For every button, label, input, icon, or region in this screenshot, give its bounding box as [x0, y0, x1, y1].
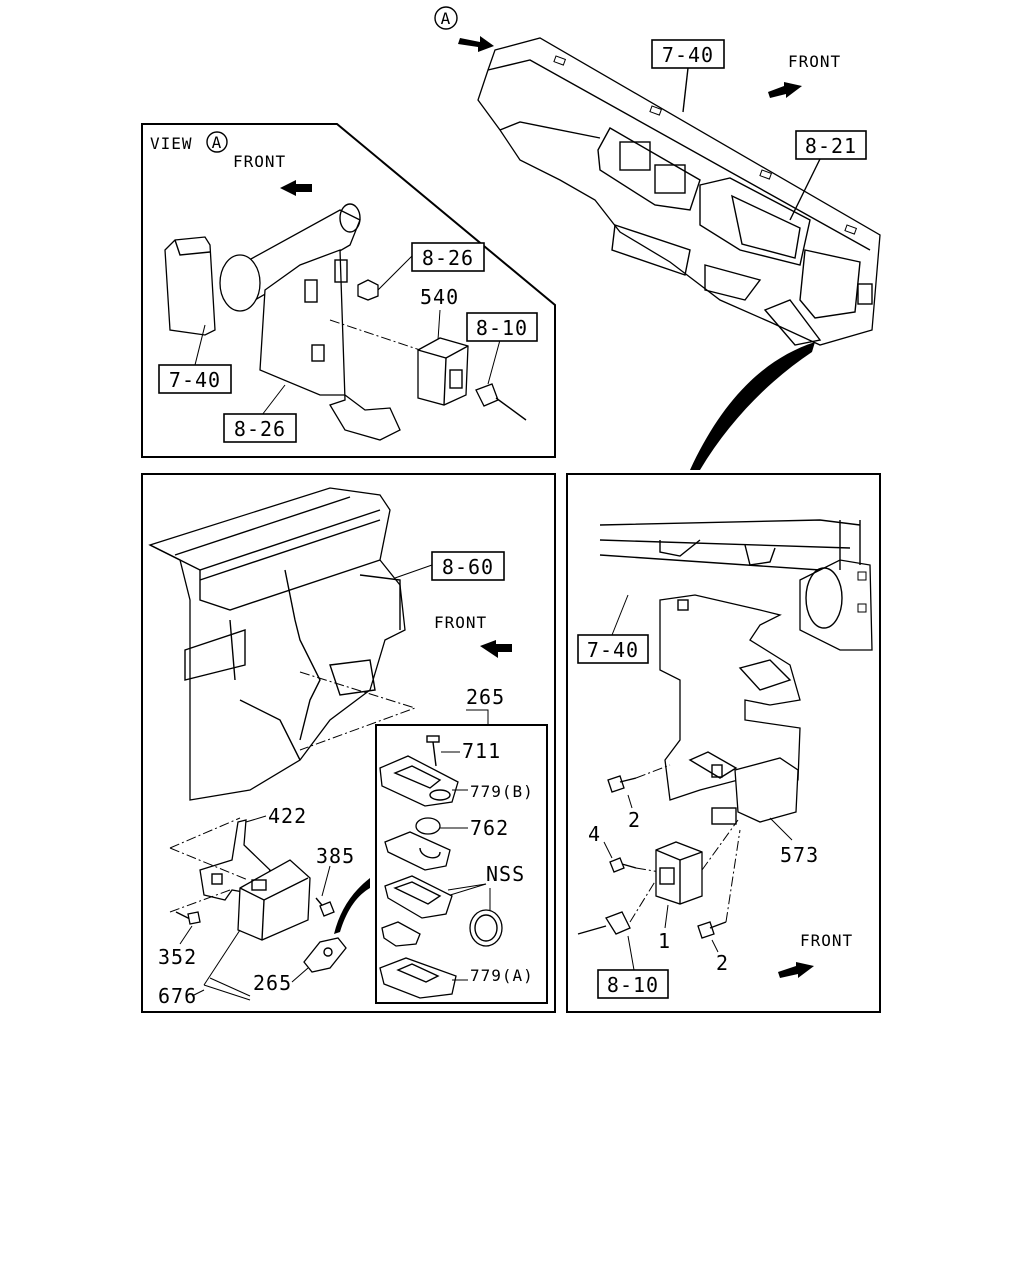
mount-bracket [164, 203, 401, 441]
kit-ring [469, 909, 503, 947]
ref-box-dash-right [577, 634, 649, 664]
dashboard-assembly [477, 37, 881, 346]
kit-screw-711 [426, 735, 440, 767]
mount-bracket-right [659, 594, 801, 801]
kit-cover-b [379, 755, 459, 807]
key-fob-arrow-icon [334, 878, 370, 934]
ref-nut: 8-26 [422, 246, 474, 270]
kit-pcb [384, 875, 453, 919]
bracket-573 [711, 757, 799, 825]
view-a-front: FRONT [233, 152, 286, 171]
part-bracket: 422 [268, 804, 307, 828]
part-screw-right: 4 [588, 822, 601, 846]
right-front-label: FRONT [800, 931, 853, 950]
part-key: 265 [253, 971, 292, 995]
part-screw: 352 [158, 945, 197, 969]
kit-holder [384, 831, 451, 871]
ref-heater: 8-60 [442, 555, 494, 579]
right-panel [566, 473, 881, 1013]
ref-dash-top: 7-40 [662, 43, 714, 67]
ref-box-connector-view [466, 312, 538, 342]
bolt-lower [697, 921, 727, 939]
kit-item-779a: 779(A) [470, 966, 534, 985]
kit-item-762: 762 [470, 816, 509, 840]
part-relay-view: 540 [420, 285, 459, 309]
ref-box-dash-top [651, 39, 725, 69]
kit-item-779b: 779(B) [470, 782, 534, 801]
control-unit-676 [237, 859, 311, 941]
top-front-label: FRONT [788, 52, 841, 71]
part-bolt-upper: 2 [628, 808, 641, 832]
connector-right [577, 911, 631, 935]
left-front-arrow-icon [480, 640, 512, 658]
dash-frame-right [599, 519, 873, 651]
callout-a-label: A [441, 9, 452, 28]
view-a-title: VIEW [150, 134, 193, 153]
heater-unit [148, 487, 406, 801]
part-relay-right: 1 [658, 929, 671, 953]
left-front-label: FRONT [434, 613, 487, 632]
view-arrow-icon [458, 36, 494, 52]
part-bracket-right: 573 [780, 843, 819, 867]
zoom-arrow-icon [690, 342, 815, 470]
ref-dash-view: 7-40 [169, 368, 221, 392]
kit-number: 265 [466, 685, 505, 709]
left-panel [141, 473, 556, 1013]
key-fob [303, 937, 347, 973]
ref-box-nut [411, 242, 485, 272]
screw-4 [609, 857, 637, 873]
ref-box-dash-view [158, 364, 232, 394]
connector-part [475, 383, 527, 421]
kit-battery-762 [415, 817, 441, 835]
view-a-callout: A [212, 133, 223, 152]
part-bolt-a: 385 [316, 844, 355, 868]
ref-box-connector-right [597, 969, 669, 999]
part-unit: 676 [158, 984, 197, 1008]
ref-box-heater [431, 551, 505, 581]
ref-box-bracket-view [223, 413, 297, 443]
ref-dash-right: 7-40 [587, 638, 639, 662]
kit-item-711: 711 [462, 739, 501, 763]
top-front-arrow-icon [768, 82, 802, 98]
view-a-front-arrow-icon [280, 180, 312, 196]
relay-part [417, 337, 469, 406]
bolt-385 [315, 897, 335, 917]
key-kit-box [375, 724, 548, 1004]
bolt-upper [607, 775, 637, 793]
callout-a: A [434, 6, 458, 30]
ref-box-cluster [795, 130, 867, 160]
relay-unit-right [655, 841, 703, 905]
screw-352 [175, 911, 201, 925]
ref-connector-view: 8-10 [476, 316, 528, 340]
nut-part [357, 279, 379, 301]
kit-cover-a [379, 957, 457, 999]
right-front-arrow-icon [778, 962, 814, 978]
ref-connector-right: 8-10 [607, 973, 659, 997]
kit-item-nss: NSS [486, 862, 525, 886]
ref-cluster: 8-21 [805, 134, 857, 158]
view-a-panel [141, 123, 556, 458]
part-bolt-lower: 2 [716, 951, 729, 975]
kit-board-small [381, 921, 421, 947]
ref-bracket-view: 8-26 [234, 417, 286, 441]
